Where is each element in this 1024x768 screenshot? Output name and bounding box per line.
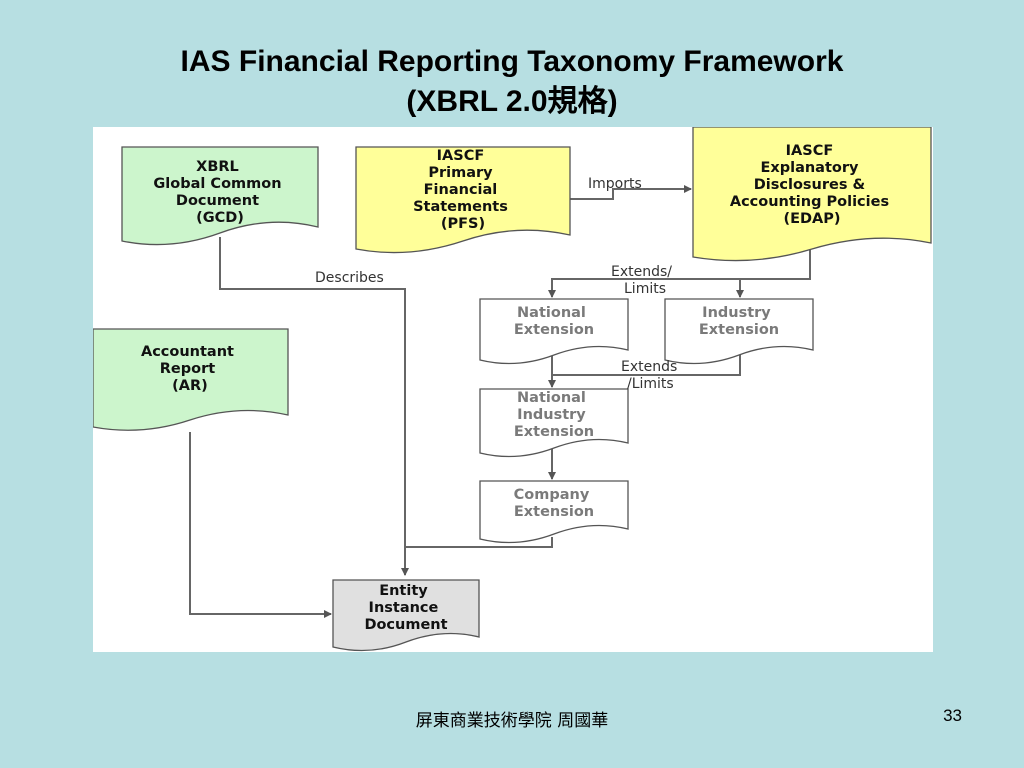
national-industry-label: National Industry Extension <box>514 390 594 440</box>
gcd-label: XBRL Global Common Document (GCD) <box>153 159 286 226</box>
entity-label: Entity Instance Document <box>364 583 447 633</box>
entity-document <box>332 579 480 652</box>
ar-connector <box>189 432 332 618</box>
describes-label: Describes <box>315 270 384 286</box>
company-document <box>479 480 629 544</box>
extends-limits-label-2: Extends /Limits <box>621 359 682 392</box>
extends-connector-1 <box>548 247 811 298</box>
slide-title: IAS Financial Reporting Taxonomy Framewo… <box>0 42 1024 122</box>
edap-label: IASCF Explanatory Disclosures & Accounti… <box>730 143 894 227</box>
company-label: Company Extension <box>514 487 595 520</box>
industry-document <box>664 298 814 365</box>
national-document <box>479 298 629 365</box>
taxonomy-diagram: XBRL Global Common Document (GCD) IASCF … <box>92 126 933 652</box>
title-line-2: (XBRL 2.0規格) <box>406 85 618 118</box>
node-labels: XBRL Global Common Document (GCD) IASCF … <box>141 143 894 633</box>
extends-connector-2b <box>552 355 741 376</box>
pfs-label: IASCF Primary Financial Statements (PFS) <box>413 148 513 232</box>
document-shapes <box>92 126 932 652</box>
ar-label: Accountant Report (AR) <box>141 344 239 394</box>
footer-author: 屏東商業技術學院 周國華 <box>415 711 609 731</box>
ar-document <box>92 328 289 431</box>
imports-connector <box>570 185 692 200</box>
edap-document <box>692 126 932 262</box>
pfs-document <box>355 146 571 254</box>
imports-label: Imports <box>588 176 642 192</box>
gcd-document <box>121 146 319 246</box>
industry-label: Industry Extension <box>699 305 779 338</box>
national-label: National Extension <box>514 305 594 338</box>
connectors <box>189 185 811 618</box>
national-industry-document <box>479 388 629 458</box>
edge-labels: Imports Describes Extends/ Limits Extend… <box>315 176 682 392</box>
title-line-1: IAS Financial Reporting Taxonomy Framewo… <box>180 45 844 78</box>
describes-connector <box>219 237 409 576</box>
company-entity-connector <box>405 537 553 548</box>
extends-limits-label-1: Extends/ Limits <box>611 264 676 297</box>
page-number: 33 <box>943 706 962 725</box>
extension-labels: National Extension Industry Extension Na… <box>514 305 779 520</box>
diagram-canvas: XBRL Global Common Document (GCD) IASCF … <box>92 126 932 652</box>
